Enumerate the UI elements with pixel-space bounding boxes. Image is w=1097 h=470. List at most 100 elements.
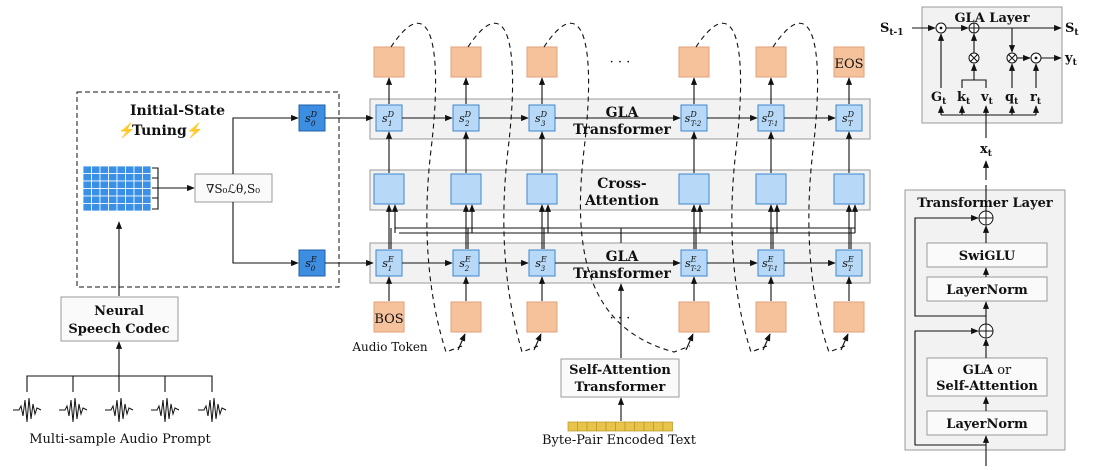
s-in-label: St-1 bbox=[880, 21, 904, 38]
grid-bracket bbox=[152, 167, 159, 210]
grid-cell bbox=[142, 203, 152, 212]
grid-cell bbox=[108, 203, 118, 212]
grid-cell bbox=[133, 165, 143, 174]
grid-cell bbox=[142, 180, 152, 189]
grid-cell bbox=[99, 173, 109, 182]
output-audio-token bbox=[755, 46, 787, 78]
grid-cell bbox=[82, 203, 92, 212]
grid-cell bbox=[108, 188, 118, 197]
grid-cell bbox=[133, 180, 143, 189]
grid-cell bbox=[91, 188, 101, 197]
encoder-state-cell bbox=[757, 249, 785, 277]
decoder-state-cell bbox=[680, 104, 708, 132]
eos-label: EOS bbox=[834, 57, 863, 72]
grid-cell bbox=[82, 173, 92, 182]
cross-line1: Cross- bbox=[597, 176, 647, 192]
g-label: Gt bbox=[931, 90, 947, 107]
grid-cell bbox=[82, 165, 92, 174]
bpe-token bbox=[624, 421, 635, 432]
encoder-state-cell bbox=[680, 249, 708, 277]
decoder-state-cell bbox=[528, 104, 556, 132]
neural-speech-codec: Neural Speech Codec Multi-sample Audio P… bbox=[12, 221, 227, 447]
grid-cell bbox=[116, 173, 126, 182]
grid-cell bbox=[125, 165, 135, 174]
decoder-state-cell bbox=[835, 104, 863, 132]
cross-attention-cell bbox=[526, 173, 558, 205]
audio-token-label: Audio Token bbox=[351, 340, 428, 354]
lightning-icon-left: ⚡ bbox=[118, 122, 135, 139]
gradient-to-s0d-arrow bbox=[232, 114, 299, 174]
bpe-label: Byte-Pair Encoded Text bbox=[542, 433, 697, 448]
input-audio-token bbox=[833, 301, 865, 333]
grid-cell bbox=[91, 165, 101, 174]
grid-cell bbox=[116, 188, 126, 197]
grid-cell bbox=[142, 195, 152, 204]
cross-attention-cell bbox=[755, 173, 787, 205]
grid-cell bbox=[91, 180, 101, 189]
codec-line1: Neural bbox=[94, 304, 144, 319]
bpe-token bbox=[643, 421, 654, 432]
grid-cell bbox=[116, 180, 126, 189]
ellipsis-top: · · · bbox=[610, 55, 631, 70]
input-audio-token bbox=[755, 301, 787, 333]
lightning-icon-right: ⚡ bbox=[186, 122, 203, 139]
input-audio-token bbox=[678, 301, 710, 333]
autoregressive-feedback-curve bbox=[467, 22, 539, 353]
cross-attention-cell bbox=[450, 173, 482, 205]
grid-cell bbox=[82, 180, 92, 189]
gradient-label: ∇S₀ℒθ,S₀ bbox=[206, 182, 260, 196]
bpe-token bbox=[653, 421, 664, 432]
gla-or-selfattention-box bbox=[926, 357, 1048, 397]
autoregressive-feedback-curve bbox=[390, 22, 463, 353]
cross-line2: Attention bbox=[584, 193, 659, 209]
grid-cell bbox=[99, 195, 109, 204]
initial-state-grid bbox=[82, 165, 152, 212]
cross-attention-fanin bbox=[390, 204, 859, 249]
grid-cell bbox=[125, 195, 135, 204]
grid-cell bbox=[125, 173, 135, 182]
bpe-token bbox=[605, 421, 616, 432]
decoder-state-cell bbox=[757, 104, 785, 132]
residual-skip-bottom bbox=[914, 327, 986, 446]
bpe-token bbox=[662, 421, 673, 432]
autoregressive-feedback-curve bbox=[543, 22, 691, 353]
prompt-tree bbox=[26, 375, 213, 392]
grid-cell bbox=[133, 195, 143, 204]
grid-cell bbox=[108, 165, 118, 174]
bpe-token bbox=[577, 421, 588, 432]
cross-attention-cell bbox=[833, 173, 865, 205]
gla-layer-title: GLA Layer bbox=[954, 11, 1029, 26]
k-label: kt bbox=[957, 90, 971, 107]
initial-state-tuning-panel: Initial-State ⚡ Tuning ⚡ ∇S₀ℒθ,S₀ bbox=[76, 91, 340, 288]
gla-top-line1: GLA bbox=[606, 105, 640, 121]
gradient-box bbox=[194, 173, 273, 203]
grid-cell bbox=[125, 180, 135, 189]
grid-cell bbox=[125, 188, 135, 197]
decoder-state-cell bbox=[452, 104, 480, 132]
cross-attention-cell bbox=[678, 173, 710, 205]
layernorm-bottom-label: LayerNorm bbox=[946, 417, 1028, 432]
grid-cell bbox=[108, 180, 118, 189]
center-pipeline: GLA Transformer Cross- Attention GLA Tra… bbox=[305, 22, 871, 448]
grid-cell bbox=[133, 203, 143, 212]
q-label: qt bbox=[1005, 90, 1019, 107]
residual-skip-top bbox=[914, 214, 986, 317]
autoregressive-feedback-curve bbox=[772, 22, 846, 353]
grid-cell bbox=[91, 195, 101, 204]
grid-cell bbox=[142, 173, 152, 182]
grid-cell bbox=[142, 165, 152, 174]
initial-state-title: Initial-State bbox=[130, 103, 225, 119]
tuning-dashed-frame bbox=[76, 91, 340, 288]
